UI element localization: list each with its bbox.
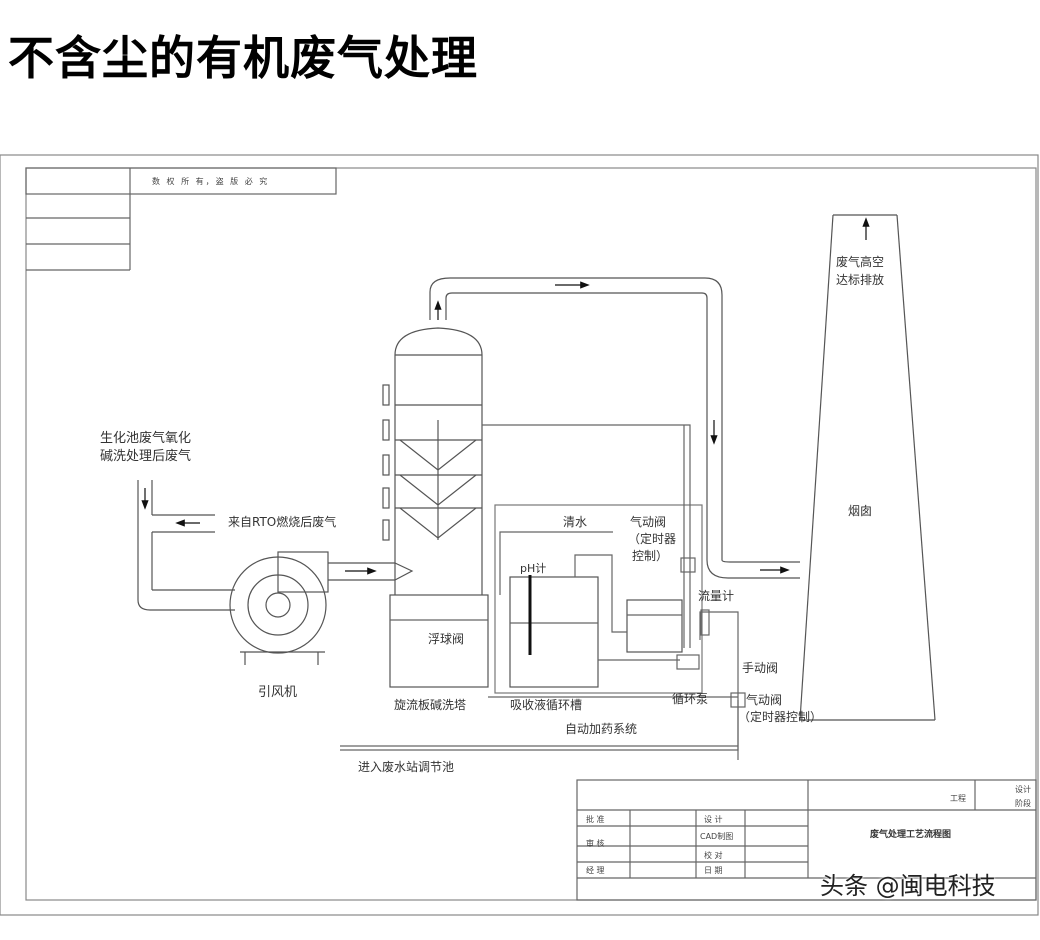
clean-water-line [499,531,613,595]
title-block-row-left: 经 理 [586,866,605,875]
pump [676,654,700,670]
label-dosing-system: 自动加药系统 [565,722,638,736]
title-block-row-right: 日 期 [704,866,723,875]
title-block-row-left: 批 准 [586,815,605,824]
flow-meter [700,609,710,636]
label-circulation-tank: 吸收液循环槽 [510,698,583,712]
label-flow-meter: 流量计 [698,589,735,603]
label-manual-valve: 手动阀 [742,661,779,675]
label-chimney: 烟囱 [848,504,873,518]
label-pump: 循环泵 [672,692,709,706]
label-pneumatic-valve-top-2: （定时器 [628,532,677,546]
label-pneumatic-valve-bottom-2: （定时器控制） [738,710,823,724]
label-float-valve: 浮球阀 [428,632,465,646]
fan [229,551,329,665]
recirculation-line [482,424,691,648]
label-pneumatic-valve-top-3: 控制） [632,549,669,563]
drawing-frame [0,154,1039,916]
label-to-wastewater: 进入废水站调节池 [358,760,455,774]
dosing-tank [626,599,683,653]
title-block-design: 设计 [1015,785,1031,794]
label-fan: 引风机 [258,685,298,700]
scrubber-sump [389,594,489,688]
corner-note: 数 权 所 有，盗 版 必 究 [152,177,270,186]
inlet-ducts [137,480,235,611]
label-clean-water: 清水 [563,515,588,529]
drain-line [340,700,739,751]
title-block-row-right: CAD制图 [700,832,734,841]
title-block-row-right: 校 对 [704,851,723,860]
label-biochem-gas: 生化池废气氧化 [100,431,192,446]
title-block-design-2: 阶段 [1015,799,1031,808]
fan-outlet [328,562,414,581]
title-block-project: 工程 [950,794,966,803]
inner-frame [25,167,1037,901]
scrubber-tower [382,327,483,595]
label-biochem-gas-2: 碱洗处理后废气 [100,449,192,464]
top-duct [429,277,800,579]
pneumatic-valve-top-box [680,557,696,573]
title-block [576,779,1037,901]
circulation-tank [509,576,599,688]
label-discharge: 废气高空 [836,255,885,269]
title-block-row-left: 审 核 [586,839,605,848]
title-block-row-right: 设 计 [704,815,723,824]
label-discharge-2: 达标排放 [836,273,885,287]
label-ph-meter: pH计 [520,562,547,575]
label-pneumatic-valve-top: 气动阀 [630,515,667,529]
label-pneumatic-valve-bottom: 气动阀 [746,693,783,707]
label-rto-gas: 来自RTO燃烧后废气 [228,515,337,529]
title-block-drawing-name: 废气处理工艺流程图 [870,830,952,840]
page-title: 不含尘的有机废气处理 [8,31,478,85]
dosing-system-box [494,504,703,694]
watermark: 头条 @闽电科技 [820,872,996,900]
chimney [799,214,936,721]
label-scrubber: 旋流板碱洗塔 [394,698,467,712]
corner-table [25,167,337,271]
